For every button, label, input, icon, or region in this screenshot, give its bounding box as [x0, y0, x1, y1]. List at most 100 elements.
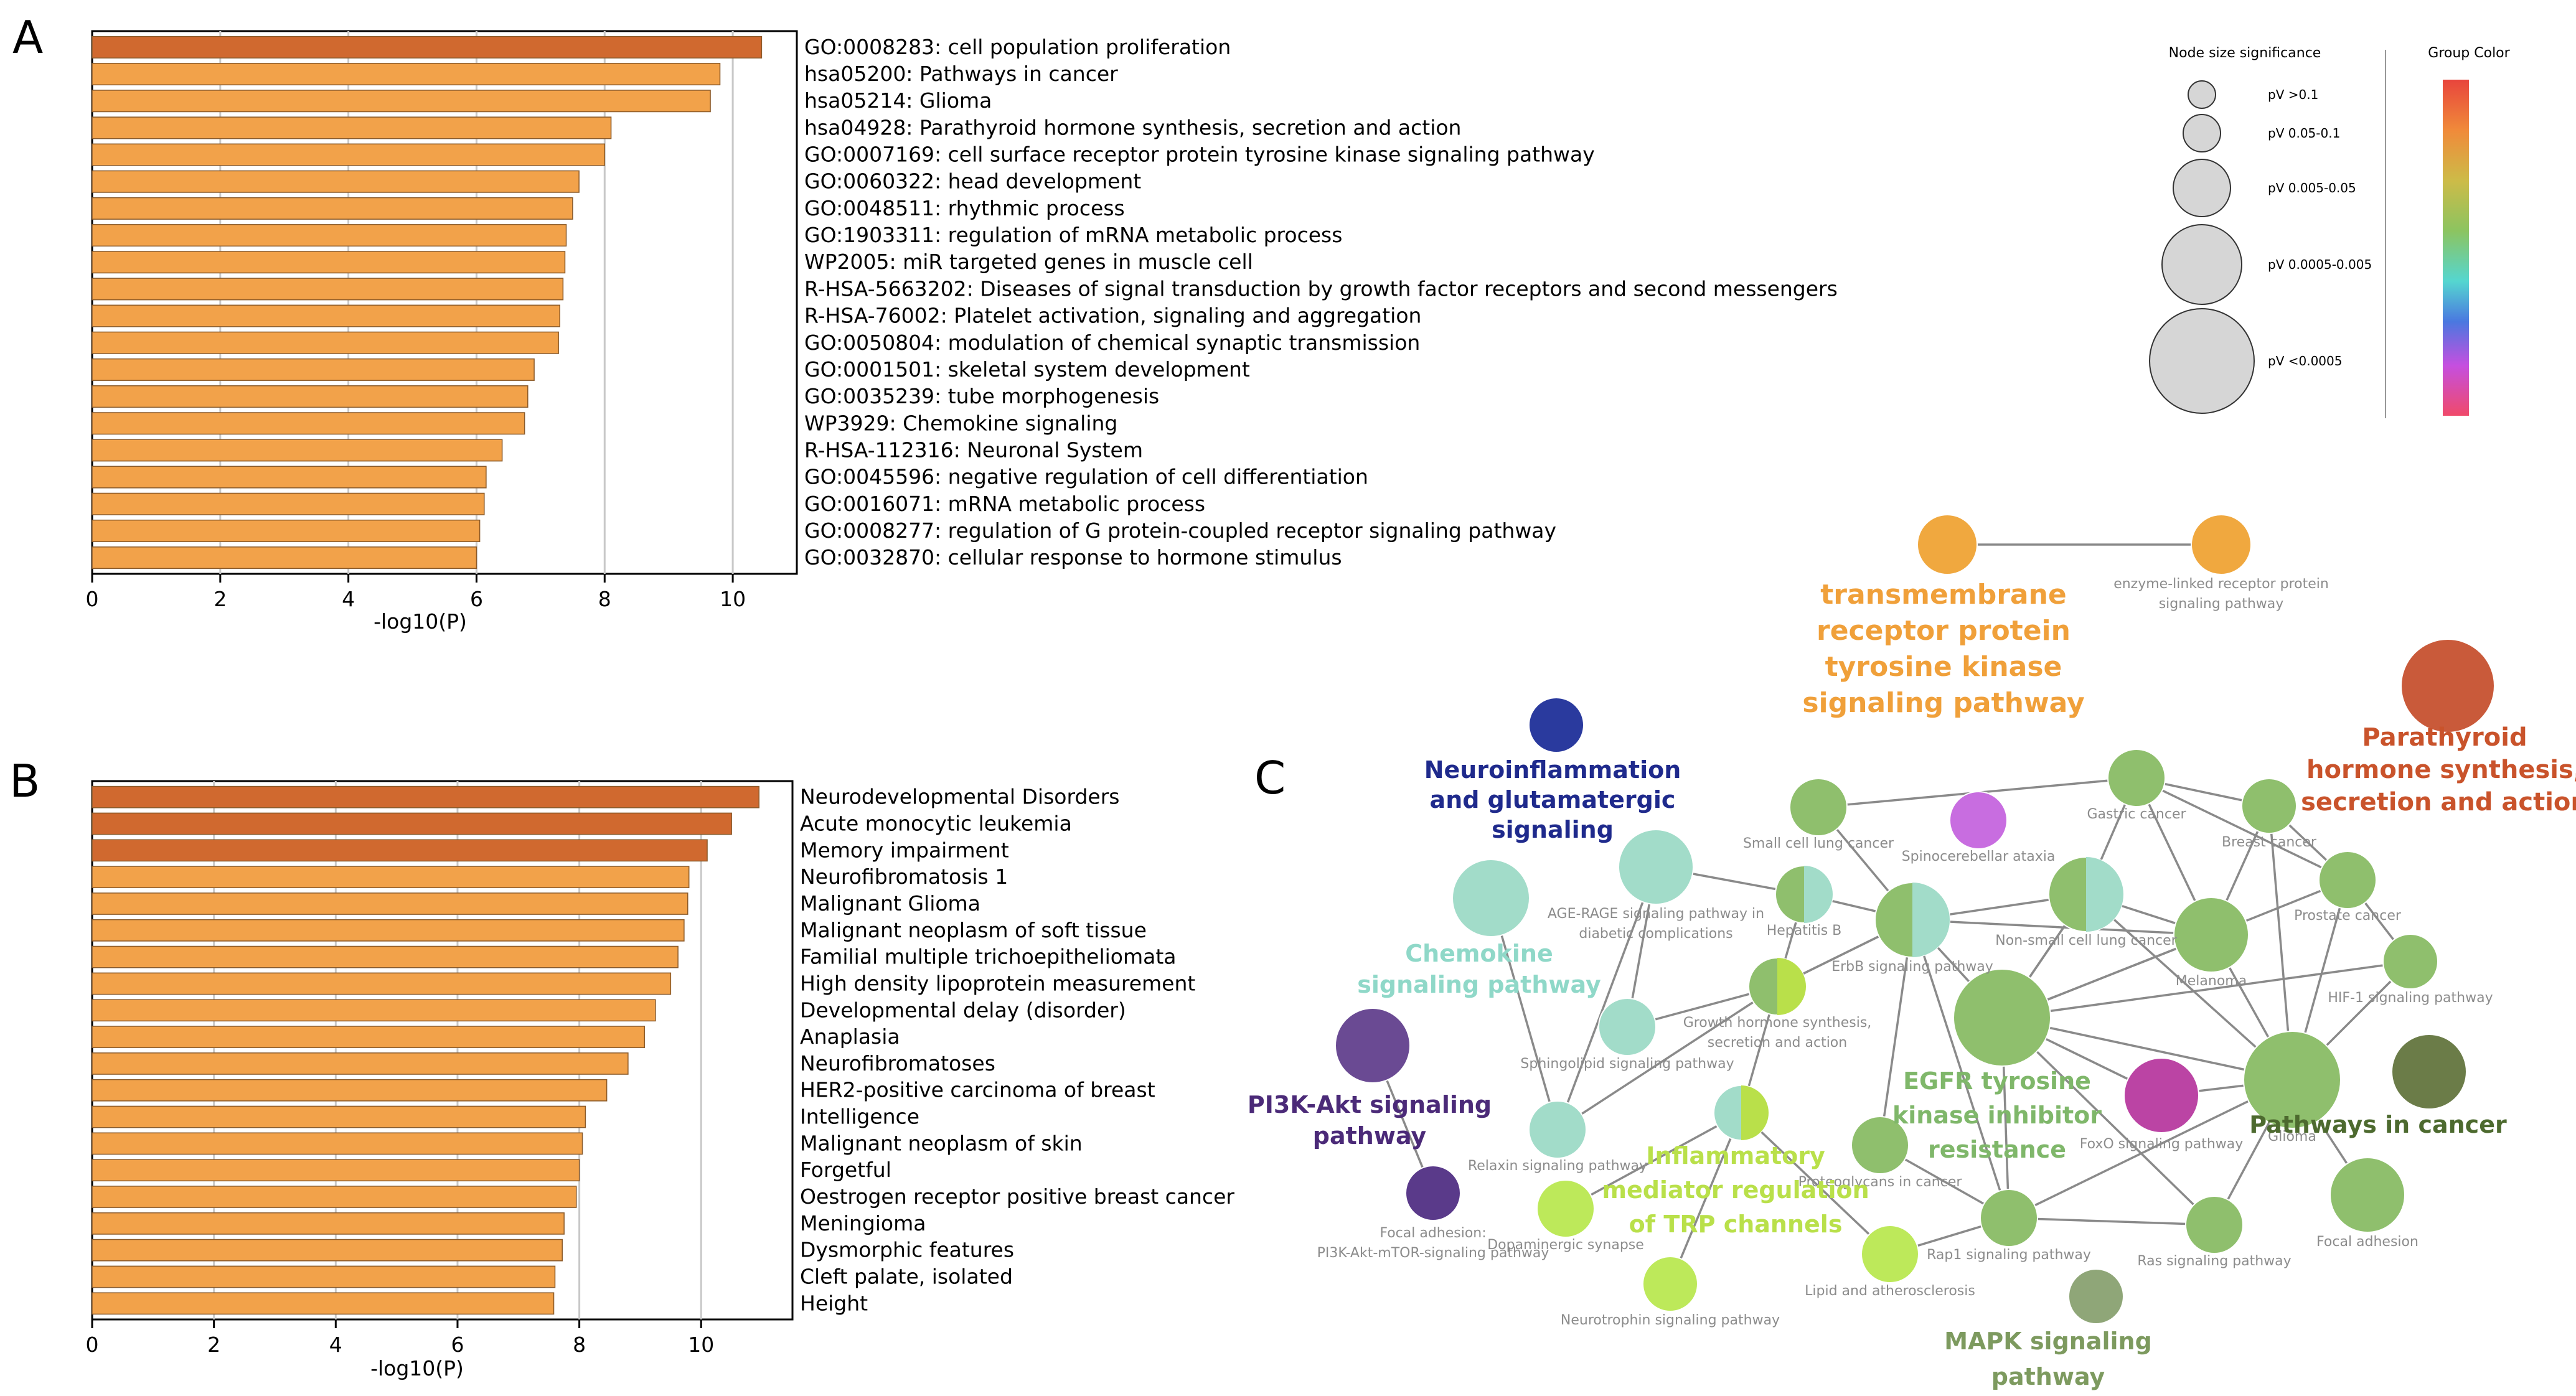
x-tick-label: 0 — [86, 587, 99, 611]
term-label: High density lipoprotein measurement — [800, 971, 1195, 995]
cluster-label: Pathways in cancer — [2249, 1111, 2507, 1138]
term-label: R-HSA-5663202: Diseases of signal transd… — [804, 276, 1838, 301]
legend-size-circle — [2188, 80, 2216, 109]
cluster-label: receptor protein — [1817, 615, 2071, 647]
network-node — [1851, 1116, 1909, 1174]
network-edge — [1911, 919, 2010, 1219]
legend-size-label: pV 0.05-0.1 — [2268, 126, 2340, 141]
network-node — [1917, 514, 1978, 575]
network-node-circle — [1917, 514, 1978, 575]
network-node-circle — [1528, 697, 1584, 753]
cluster-label: Inflammatory — [1646, 1142, 1825, 1169]
term-label: GO:0048511: rhythmic process — [804, 196, 1125, 220]
bar — [92, 1159, 580, 1182]
network-node-label: Focal adhesion — [2316, 1234, 2419, 1250]
cluster-label: and glutamatergic — [1430, 786, 1676, 813]
cluster-label: MAPK signaling — [1944, 1328, 2152, 1355]
cluster-label: Parathyroid — [2362, 723, 2527, 752]
term-label: Malignant neoplasm of soft tissue — [800, 918, 1147, 942]
bar — [92, 466, 487, 489]
bar — [92, 866, 690, 889]
network-edge — [2136, 777, 2348, 881]
network-node — [2191, 514, 2252, 575]
term-label: Intelligence — [800, 1105, 919, 1129]
bar — [92, 1026, 646, 1048]
x-tick-label: 0 — [86, 1333, 99, 1357]
panel-letter-c: C — [1254, 752, 1286, 804]
network-node-circle — [2382, 934, 2438, 990]
network-node-circle — [1861, 1225, 1919, 1283]
network-node-label: Sphingolipid signaling pathway — [1520, 1056, 1734, 1072]
term-label: Dysmorphic features — [800, 1238, 1014, 1262]
term-label: GO:1903311: regulation of mRNA metabolic… — [804, 223, 1342, 247]
cluster-label: mediator regulation — [1602, 1176, 1869, 1204]
term-label: HER2-positive carcinoma of breast — [800, 1078, 1155, 1102]
network-edge — [1565, 1112, 1742, 1210]
term-label: GO:0008283: cell population proliferatio… — [804, 35, 1231, 59]
network-node-circle — [2243, 1031, 2341, 1129]
cluster-label: signaling — [1492, 816, 1614, 843]
cluster-label: Chemokine — [1405, 940, 1553, 967]
network-edge — [2008, 1079, 2293, 1219]
bar — [92, 251, 566, 274]
term-label: WP2005: miR targeted genes in muscle cel… — [804, 250, 1253, 274]
x-axis-label-b: -log10(P) — [370, 1356, 464, 1380]
bar — [92, 63, 721, 86]
network-node — [1528, 697, 1584, 753]
network-node — [1642, 1256, 1698, 1312]
term-label: Acute monocytic leukemia — [800, 812, 1072, 836]
network-edge — [2008, 1217, 2215, 1226]
x-tick-label: 10 — [688, 1333, 714, 1357]
bar — [92, 492, 485, 515]
network-node — [2400, 639, 2495, 733]
x-tick-label: 8 — [598, 587, 611, 611]
term-label: Neurofibromatoses — [800, 1051, 995, 1075]
cluster-label: pathway — [1991, 1363, 2105, 1390]
cluster-label: secretion and action — [2301, 788, 2576, 817]
network-node-circle — [1598, 998, 1657, 1056]
term-label: GO:0060322: head development — [804, 169, 1141, 194]
bar — [92, 519, 481, 542]
plot-frame-a — [91, 30, 798, 575]
cluster-label: transmembrane — [1820, 579, 2067, 611]
term-label: Oestrogen receptor positive breast cance… — [800, 1184, 1234, 1209]
network-node-label: signaling pathway — [2159, 596, 2284, 612]
network-node-circle — [2400, 639, 2495, 733]
term-label: Malignant Glioma — [800, 891, 980, 916]
bar — [92, 785, 759, 808]
network-node — [2243, 1031, 2341, 1129]
term-label: GO:0008277: regulation of G protein-coup… — [804, 518, 1556, 543]
term-label: hsa05214: Glioma — [804, 88, 992, 113]
network-node-label: Spinocerebellar ataxia — [1902, 849, 2056, 864]
bar — [92, 143, 606, 166]
network-node-split — [2086, 857, 2123, 932]
bar — [92, 945, 679, 968]
network-node-label: Small cell lung cancer — [1743, 836, 1894, 851]
cluster-label: hormone synthesis, — [2306, 756, 2576, 784]
network-node — [2241, 778, 2297, 834]
network-node-split — [1804, 866, 1833, 923]
network-node-label: Dopaminergic synapse — [1487, 1237, 1644, 1253]
bar — [92, 919, 685, 942]
network-node-circle — [1949, 791, 2008, 850]
bar — [92, 197, 573, 220]
term-label: Malignant neoplasm of skin — [800, 1131, 1083, 1155]
network-node — [1405, 1165, 1461, 1221]
term-label: Forgetful — [800, 1158, 891, 1182]
x-tick-label: 6 — [451, 1333, 464, 1357]
network-node-split — [1741, 1085, 1769, 1140]
bar — [92, 1212, 565, 1235]
network-node-label: Neurotrophin signaling pathway — [1561, 1313, 1780, 1328]
network-node — [1335, 1008, 1411, 1084]
network-node — [1861, 1225, 1919, 1283]
panel-letter-a: A — [12, 11, 43, 63]
network-node-split — [1912, 883, 1950, 957]
term-labels-a: GO:0008283: cell population proliferatio… — [804, 35, 1838, 569]
network-edge — [1556, 866, 1657, 1130]
term-label: Neurodevelopmental Disorders — [800, 785, 1119, 809]
x-tick-label: 8 — [573, 1333, 586, 1357]
network-node-label: Lipid and atherosclerosis — [1805, 1283, 1975, 1299]
bar — [92, 1186, 577, 1208]
